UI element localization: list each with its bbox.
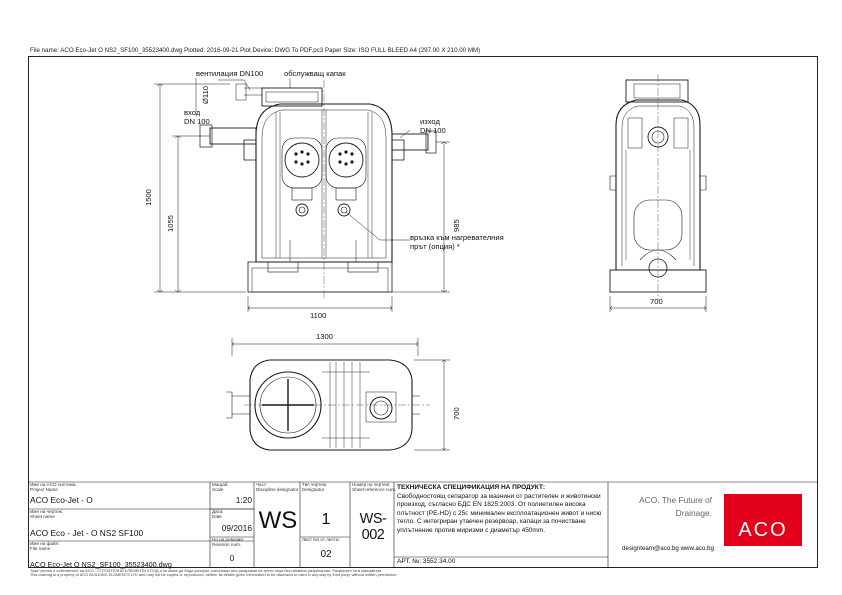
label-outlet: изход DN 100 — [420, 117, 446, 135]
article-number: АРТ. №: 3552.34.00 — [397, 558, 456, 565]
sheet-label-en: Sheet name — [30, 513, 55, 519]
sheet-name: ACO Eco - Jet - O NS2 SF100 — [30, 527, 144, 538]
date-label: Дата: — [212, 509, 224, 514]
ref-label: Номер на чертеж: — [352, 482, 391, 487]
spec-line-1: Свободностоящ сепаратор за мазнини от ра… — [397, 492, 601, 500]
file-label: Име на файл: — [30, 541, 60, 546]
aco-tagline: ACO. The Future of Drainage. — [622, 494, 712, 521]
contact-info: designteam@aco.bg www.aco.bg — [622, 545, 714, 552]
label-heater-line2: прът (опция) * — [410, 241, 460, 251]
scale-label-en: Scale — [212, 486, 224, 492]
sheet-no-value: 02 — [320, 548, 332, 560]
ref-value: WS-002 — [359, 510, 387, 543]
project-cell: Име на ACO система: Project Name ACO Eco… — [30, 482, 93, 505]
aco-tagline-line2: Drainage. — [675, 508, 712, 519]
spec-line-5: уплътнение против миризми с диаметър 450… — [397, 526, 546, 534]
project-label-en: Project Name — [30, 486, 58, 492]
part-label: Част: — [256, 482, 268, 487]
ref-cell: Номер на чертеж: Sheet reference num. WS… — [352, 482, 397, 543]
label-d110: Ø110 — [201, 85, 210, 104]
scale-cell: Мащаб: Scale 1:20 — [212, 482, 252, 505]
aco-logo-text: ACO — [738, 519, 788, 541]
sheet-cell: Име на чертеж: Sheet name ACO Eco - Jet … — [30, 509, 144, 538]
dim-height-outlet: 985 — [452, 219, 461, 232]
file-cell: Име на файл: File name ACO Eco-Jet O NS2… — [30, 541, 172, 569]
label-outlet-line1: изход — [420, 117, 440, 126]
sheet-label: Име на чертеж: — [30, 509, 63, 514]
part-label-en: Discipline designator — [256, 486, 299, 492]
sheet-no-label: Лист No от листа: — [302, 537, 340, 542]
type-label-en: Designator — [302, 486, 325, 492]
scale-value: 1:20 — [235, 494, 252, 505]
dim-height-total: 1500 — [144, 189, 153, 206]
date-value: 09/2016 — [221, 522, 252, 533]
revision-label: Но на ревизия: — [212, 537, 245, 542]
label-inlet: вход DN 100 — [184, 108, 210, 126]
ref-label-en: Sheet reference num. — [352, 486, 397, 492]
front-view — [199, 80, 437, 300]
part-value: WS — [258, 506, 298, 534]
dim-width-side: 700 — [650, 297, 663, 306]
revision-cell: Но на ревизия: Revision num. 0 — [212, 537, 252, 563]
label-ventilation: вентилация DN100 — [196, 69, 264, 78]
project-name: ACO Eco-Jet - O — [30, 494, 93, 505]
file-info-header: File name: ACO Eco-Jet O NS2_SF100_35523… — [30, 47, 481, 54]
dim-width-front: 1100 — [310, 311, 327, 320]
type-value: 1 — [321, 510, 331, 528]
drawing-frame — [28, 56, 818, 568]
file-label-en: File name — [30, 545, 51, 551]
legal-notice: Тази чертеж е собственост на ACO - СТРОИ… — [30, 568, 398, 578]
spec-line-2: произход, съгласно БДС EN 1825:2003. От … — [397, 501, 586, 509]
spec-cell: ТЕХНИЧЕСКА СПЕЦИФИКАЦИЯ НА ПРОДУКТ: Своб… — [397, 484, 607, 535]
spec-line-4: тегло. С интегриран утаечен резервоар, к… — [397, 518, 586, 526]
date-label-en: Date — [212, 513, 222, 519]
legal-line-1: Тази чертеж е собственост на ACO - СТРОИ… — [30, 568, 383, 573]
label-heater-connection: връзка към нагревателния прът (опция) * — [410, 233, 504, 251]
revision-value: 0 — [229, 552, 235, 563]
label-heater-line1: връзка към нагревателния — [410, 233, 504, 242]
label-inlet-line2: DN 100 — [184, 116, 210, 126]
aco-logo: ACO — [724, 494, 802, 546]
type-label: Тип чертеж: — [302, 482, 328, 487]
file-name: ACO Eco-Jet O NS2_SF100_35523400.dwg — [30, 559, 172, 569]
title-block-grid — [28, 481, 818, 568]
top-view — [226, 359, 430, 451]
label-inlet-line1: вход — [184, 108, 201, 117]
part-cell: Част: Discipline designator WS — [256, 482, 300, 534]
side-view — [609, 74, 707, 300]
spec-line-3: плътност (PE-HD) с 25г. минимален експло… — [397, 509, 602, 517]
label-service-cover: обслужващ капак — [284, 69, 346, 78]
project-label: Име на ACO система: — [30, 482, 77, 487]
aco-tagline-line1: ACO. The Future of — [639, 495, 712, 505]
scale-label: Мащаб: — [212, 482, 229, 487]
dim-width-top: 1300 — [316, 332, 333, 341]
date-cell: Дата: Date 09/2016 — [212, 509, 252, 533]
dim-height-inlet: 1055 — [166, 215, 175, 232]
spec-title: ТЕХНИЧЕСКА СПЕЦИФИКАЦИЯ НА ПРОДУКТ: — [397, 484, 545, 491]
type-cell: Тип чертеж: Designator 1 — [302, 482, 350, 529]
label-outlet-line2: DN 100 — [420, 125, 446, 135]
revision-label-en: Revision num. — [212, 541, 242, 547]
legal-line-2: This drawing is a property of ACO BUILDI… — [30, 572, 398, 578]
sheet-no-cell: Лист No от листа: 02 — [302, 537, 350, 560]
dim-depth-top: 700 — [452, 407, 461, 420]
